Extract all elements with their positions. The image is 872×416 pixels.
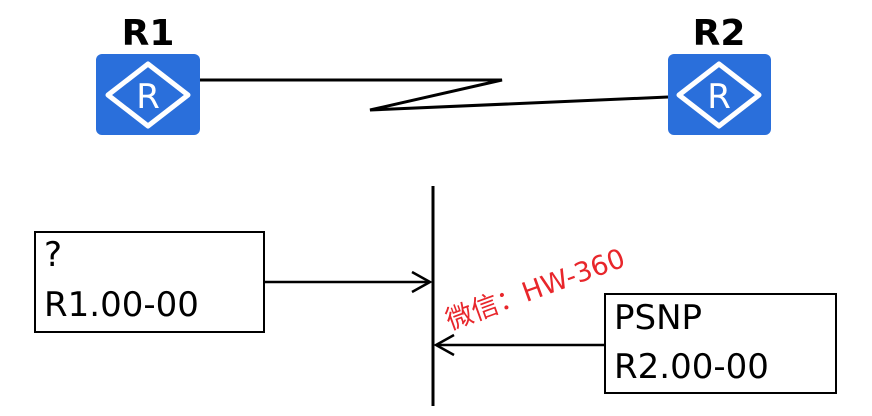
packet-left-line1: ? [44, 235, 62, 275]
router-diamond-outline [676, 61, 762, 129]
router-label-r2: R2 [693, 13, 746, 54]
arrow-left-to-segment [264, 270, 433, 294]
router-glyph: R [707, 77, 731, 117]
packet-left-line2: R1.00-00 [44, 285, 199, 325]
packet-right-line1: PSNP [614, 298, 702, 338]
router-r2: R [668, 54, 771, 135]
router-icon [96, 54, 200, 135]
router-icon [668, 54, 771, 135]
packet-right-line2: R2.00-00 [614, 347, 769, 387]
router-diamond-outline [105, 61, 191, 129]
router-glyph: R [136, 77, 160, 117]
serial-link [200, 78, 669, 112]
watermark-text: 微信：HW-360 [442, 243, 629, 336]
packet-box-right [604, 293, 837, 394]
router-label-r1: R1 [122, 13, 175, 54]
router-r1: R [96, 54, 200, 135]
arrow-right-to-segment [433, 333, 605, 357]
packet-box-left [34, 231, 265, 333]
